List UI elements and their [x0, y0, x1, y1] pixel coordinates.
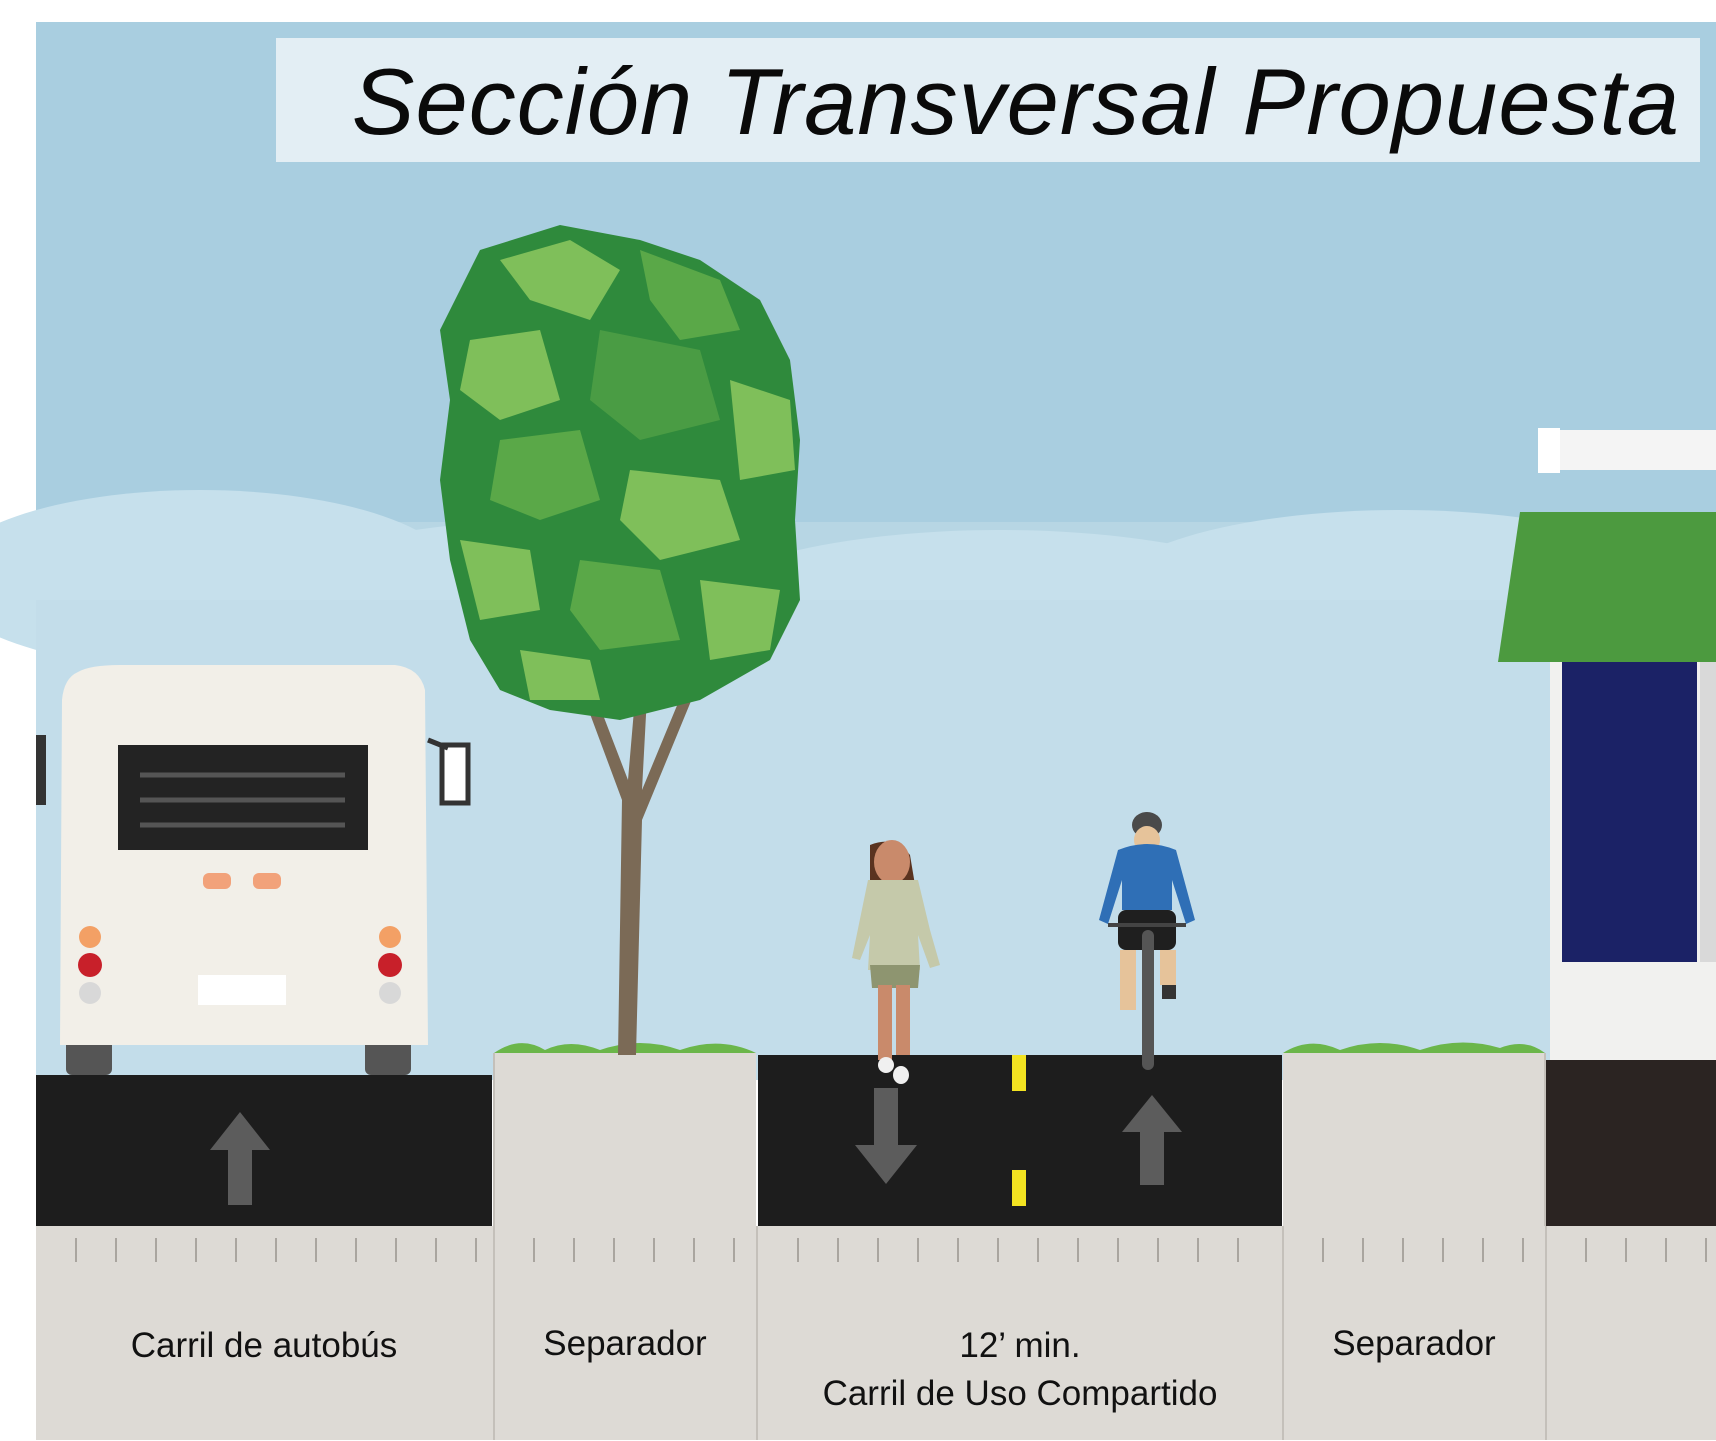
pedestrian-icon	[852, 840, 940, 1084]
cyclist-icon	[1099, 812, 1195, 1070]
separator-2	[1283, 1053, 1545, 1226]
scale-ticks	[75, 1238, 1707, 1262]
separator-1	[494, 1053, 756, 1226]
bus-icon	[36, 665, 471, 1075]
centerline-marking	[1012, 1055, 1026, 1206]
title-banner	[276, 38, 1700, 162]
shared-path-name: Carril de Uso Compartido	[822, 1374, 1218, 1413]
segment-label-bus-lane: Carril de autobús	[130, 1326, 398, 1365]
building-icon	[1498, 428, 1716, 1226]
arrow-up-icon	[1122, 1095, 1182, 1185]
shared-path-width: 12’ min.	[959, 1326, 1081, 1365]
bus-lane-asphalt	[36, 1075, 492, 1226]
tree-icon	[440, 225, 800, 1055]
ground-section	[36, 1042, 1716, 1440]
segment-label-shared-path: 12’ min. Carril de Uso Compartido	[758, 1322, 1282, 1418]
segment-label-separator-2: Separador	[1332, 1324, 1496, 1363]
diagram-title: Sección Transversal Propuesta	[351, 49, 1680, 154]
arrow-up-icon	[210, 1112, 270, 1205]
arrow-down-icon	[855, 1088, 917, 1184]
segment-label-separator-1: Separador	[543, 1324, 707, 1363]
title-banner-text-box: Sección Transversal Propuesta	[276, 38, 1700, 162]
